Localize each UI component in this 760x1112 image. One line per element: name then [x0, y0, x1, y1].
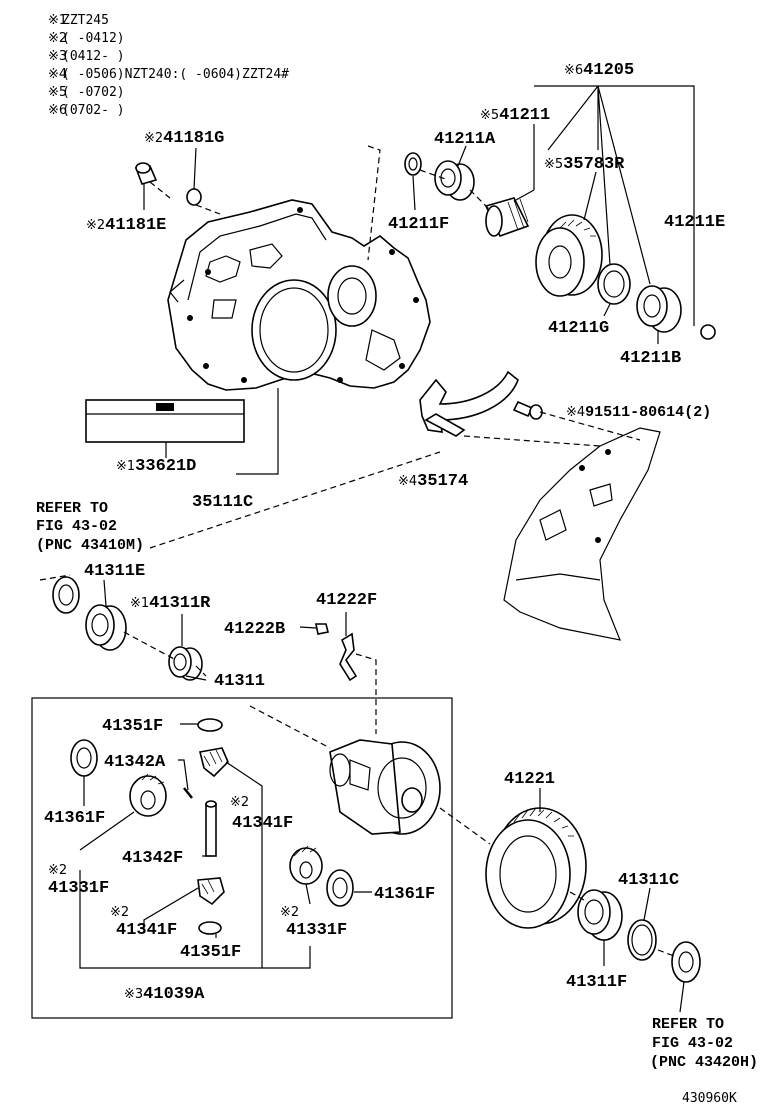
- ring-gear-41221-drawing: [485, 807, 587, 929]
- label-41341f-top-mark: ※2: [230, 795, 249, 810]
- footer-code: 430960K: [682, 1091, 737, 1106]
- label-35174: ※435174: [398, 472, 468, 491]
- label-41211a: 41211A: [434, 130, 496, 149]
- leader-lines: [79, 85, 695, 1013]
- label-41311e: 41311E: [84, 562, 145, 581]
- label-41211b: 41211B: [620, 349, 681, 368]
- part-labels: ※641205 ※541211 41211A ※535783R ※241181G…: [44, 61, 725, 1004]
- shaft-41211-drawing: [484, 197, 530, 237]
- label-35111c: 35111C: [192, 493, 253, 512]
- label-41221: 41221: [504, 770, 555, 789]
- differential-kit-frame: [31, 697, 453, 1019]
- ring-41211g-drawing: [597, 263, 631, 305]
- label-41361f-right: 41361F: [374, 885, 435, 904]
- bearing-41211b-drawing: [636, 285, 682, 333]
- label-41205: ※641205: [564, 61, 634, 80]
- gear-35783r-drawing: [535, 214, 603, 297]
- label-41331f-left: 41331F: [48, 879, 109, 898]
- bearing-41311r-drawing: [168, 646, 203, 681]
- washer-41361f-left-drawing: [70, 739, 98, 777]
- bolt-41222b-drawing: [315, 623, 329, 635]
- label-41039a: ※341039A: [124, 985, 205, 1004]
- label-41341f-bottom: 41341F: [116, 921, 177, 940]
- note-6-text: (0702- ): [62, 103, 125, 118]
- side-gear-41331f-left-drawing: [129, 773, 167, 817]
- note-2-text: ( -0412): [62, 31, 125, 46]
- reference-right: REFER TO FIG 43-02 (PNC 43420H): [650, 1016, 758, 1071]
- label-41181e: ※241181E: [86, 216, 166, 235]
- pinion-41341f-top-drawing: [199, 747, 229, 778]
- side-gear-41331f-right-drawing: [289, 845, 323, 885]
- note-1-text: ZZT245: [62, 13, 109, 28]
- assembly-lines: [39, 145, 675, 957]
- label-41361f-left: 41361F: [44, 809, 105, 828]
- note-2-mark: ※2: [48, 31, 67, 46]
- washer-41361f-right-drawing: [326, 869, 354, 907]
- plate-41222f-drawing: [339, 632, 358, 682]
- note-5-text: ( -0702): [62, 85, 125, 100]
- seal-left-drawing: [52, 576, 80, 614]
- label-41342f: 41342F: [122, 849, 183, 868]
- label-41351f-bottom: 41351F: [180, 943, 241, 962]
- reference-left: REFER TO FIG 43-02 (PNC 43410M): [36, 500, 144, 554]
- note-5-mark: ※5: [48, 85, 67, 100]
- note-1-mark: ※1: [48, 13, 67, 28]
- shaft-41342f-drawing: [205, 800, 217, 857]
- ref-left-line-2: FIG 43-02: [36, 518, 117, 535]
- label-35783r: ※535783R: [544, 155, 625, 174]
- label-41311c: 41311C: [618, 871, 679, 890]
- label-41311r: ※141311R: [130, 594, 211, 613]
- note-3-mark: ※3: [48, 49, 67, 64]
- ref-right-line-3: (PNC 43420H): [650, 1054, 758, 1071]
- label-41222f: 41222F: [316, 591, 377, 610]
- note-3-text: (0412- ): [62, 49, 125, 64]
- label-41311: 41311: [214, 672, 265, 691]
- label-41331f-right-mark: ※2: [280, 905, 299, 920]
- plug-41181e-drawing: [134, 162, 158, 185]
- bearing-41211a-drawing: [434, 160, 475, 201]
- pinion-41341f-bottom-drawing: [197, 877, 225, 906]
- label-41311f: 41311F: [566, 973, 627, 992]
- bearing-41311f-drawing: [577, 889, 623, 941]
- label-41211: ※541211: [480, 106, 550, 125]
- differential-case-drawing: [329, 739, 441, 835]
- caution-label-drawing: [85, 399, 245, 443]
- transmission-case-fragment-drawing: [503, 427, 661, 641]
- label-41222b: 41222B: [224, 620, 285, 639]
- note-4-mark: ※4: [48, 67, 67, 82]
- seal-41181g-drawing: [186, 188, 202, 206]
- note-6-mark: ※6: [48, 103, 67, 118]
- label-33621d: ※133621D: [116, 457, 196, 476]
- transaxle-housing-drawing: [167, 199, 431, 391]
- ref-left-line-1: REFER TO: [36, 500, 108, 517]
- ref-right-line-1: REFER TO: [652, 1016, 724, 1033]
- label-41331f-right: 41331F: [286, 921, 347, 940]
- applicability-notes: ※1 ZZT245 ※2 ( -0412) ※3 (0412- ) ※4 ( -…: [48, 13, 289, 118]
- washer-41351f-bottom-drawing: [198, 921, 222, 935]
- label-41331f-left-mark: ※2: [48, 863, 67, 878]
- label-41181g: ※241181G: [144, 129, 224, 148]
- plug-41211e-drawing: [700, 324, 716, 340]
- shim-41311c-drawing: [627, 919, 657, 961]
- label-41211g: 41211G: [548, 319, 609, 338]
- label-41351f-top: 41351F: [102, 717, 163, 736]
- label-41211f: 41211F: [388, 215, 449, 234]
- ref-left-line-3: (PNC 43410M): [36, 537, 144, 554]
- label-41342a: 41342A: [104, 753, 166, 772]
- label-91511: ※491511-80614(2): [566, 404, 711, 421]
- seal-right-drawing: [671, 941, 701, 983]
- label-41211e: 41211E: [664, 213, 725, 232]
- oil-seal-41211f-drawing: [404, 152, 422, 176]
- baffle-35174-drawing: [419, 370, 519, 437]
- washer-41351f-top-drawing: [197, 718, 223, 732]
- label-41341f-top: 41341F: [232, 814, 293, 833]
- bolt-91511-drawing: [512, 400, 543, 420]
- race-41311e-drawing: [85, 604, 127, 651]
- pin-41342a-drawing: [183, 787, 193, 799]
- ref-right-line-2: FIG 43-02: [652, 1035, 733, 1052]
- note-4-text: ( -0506)NZT240:( -0604)ZZT24#: [62, 67, 289, 82]
- label-41341f-bottom-mark: ※2: [110, 905, 129, 920]
